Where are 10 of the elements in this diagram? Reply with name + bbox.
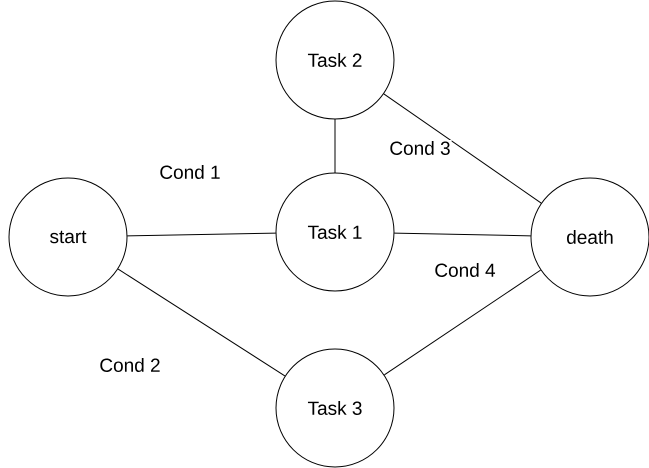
edge-label: Cond 4 bbox=[433, 262, 497, 278]
edge-label: Cond 1 bbox=[158, 164, 222, 180]
connector-line bbox=[383, 93, 542, 204]
edge-label: Cond 3 bbox=[388, 140, 452, 156]
connector-line bbox=[394, 232, 532, 236]
connector-line bbox=[334, 119, 336, 173]
connector-line bbox=[118, 268, 286, 376]
connector-line bbox=[384, 270, 542, 376]
edge-label: Cond 2 bbox=[98, 357, 162, 373]
connector-line bbox=[127, 232, 276, 236]
